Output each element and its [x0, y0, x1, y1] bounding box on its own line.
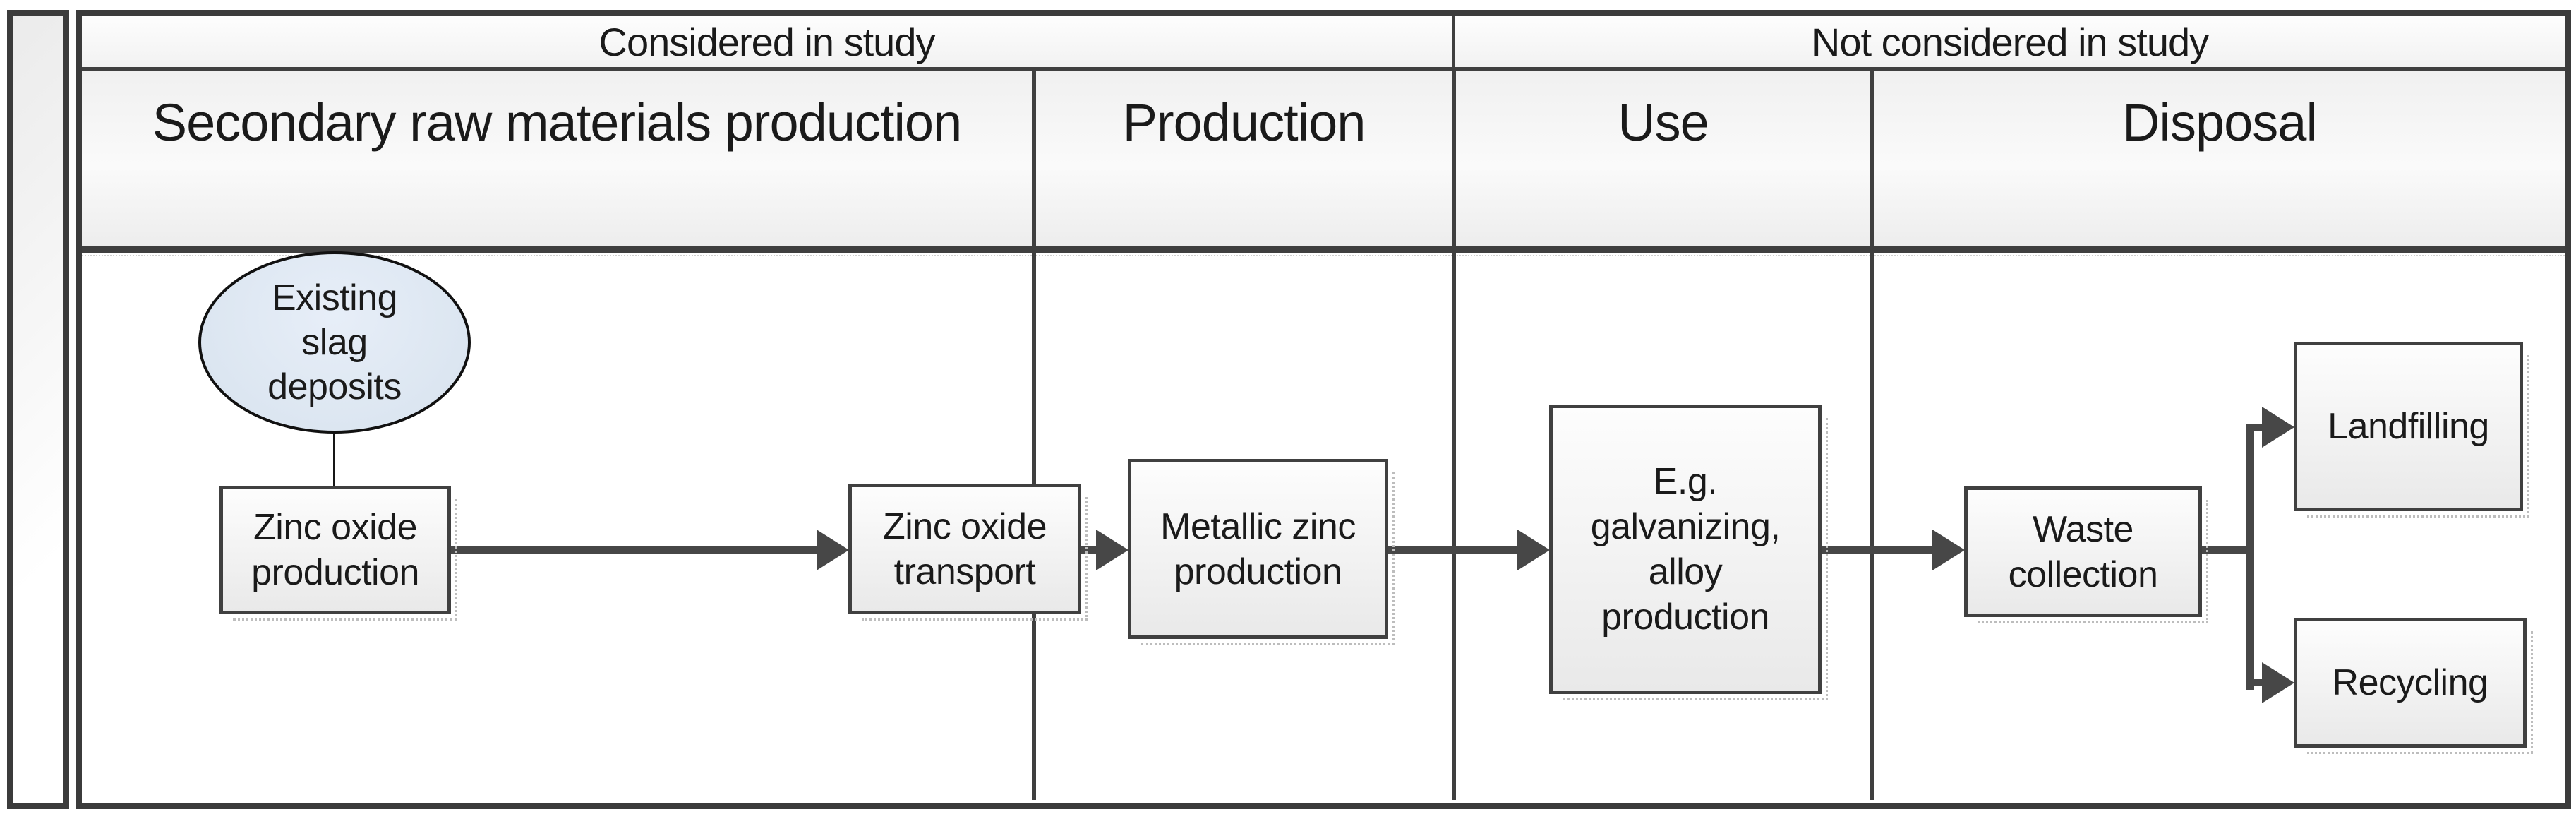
scope-header-considered-label: Considered in study	[598, 19, 936, 64]
header-divider-line	[82, 67, 2565, 71]
phase-body-divider-line	[82, 246, 2565, 253]
phase-header-secondary-raw-materials: Secondary raw materials production	[82, 71, 1032, 246]
column-line-1	[1032, 71, 1036, 800]
node-metallic-zinc-production: Metallic zinc production	[1128, 459, 1395, 645]
node-label: Recycling	[2332, 662, 2488, 703]
connector-branch-top	[2246, 424, 2268, 431]
node-zinc-oxide-transport: Zinc oxide transport	[848, 484, 1088, 621]
phase-label: Disposal	[2122, 93, 2318, 152]
node-landfilling: Landfilling	[2294, 342, 2529, 518]
phase-label: Secondary raw materials production	[152, 93, 962, 152]
scope-header-not-considered: Not considered in study	[1455, 16, 2565, 67]
phase-header-production: Production	[1036, 71, 1452, 246]
arrowhead-landfilling	[2262, 407, 2294, 448]
column-line-3	[1870, 71, 1874, 800]
node-existing-slag-deposits: Existing slag deposits	[198, 251, 471, 434]
scope-header-not-considered-label: Not considered in study	[1811, 19, 2209, 64]
node-label: Metallic zinc production	[1160, 506, 1356, 592]
arrowhead-waste	[1932, 530, 1965, 570]
node-zinc-oxide-production: Zinc oxide production	[219, 486, 457, 621]
arrow-use-to-waste	[1822, 546, 1938, 554]
lifecycle-table: Considered in study Not considered in st…	[76, 10, 2571, 809]
node-label: Zinc oxide production	[251, 507, 419, 593]
arrowhead-use	[1517, 530, 1550, 570]
column-line-2	[1452, 71, 1456, 800]
arrowhead-metallic	[1096, 530, 1128, 570]
arrow-zincoxide-to-transport	[451, 546, 824, 554]
node-waste-collection: Waste collection	[1964, 486, 2208, 623]
arrow-metallic-to-use	[1388, 546, 1522, 554]
node-label: Landfilling	[2328, 406, 2489, 447]
connector-branch-bottom	[2246, 679, 2268, 686]
node-label: Waste collection	[2008, 508, 2158, 595]
arrowhead-recycling	[2262, 662, 2294, 703]
arrowhead-transport	[817, 530, 849, 570]
scope-header-considered: Considered in study	[82, 16, 1452, 67]
node-label: Zinc oxide transport	[883, 506, 1047, 592]
arrow-transport-to-metallic	[1081, 546, 1106, 554]
node-recycling: Recycling	[2294, 618, 2533, 754]
phase-label: Production	[1122, 93, 1366, 152]
connector-slag-to-zincoxide	[333, 434, 335, 490]
decorative-dotted-line-body	[82, 255, 2565, 256]
node-galvanizing-alloy-production: E.g. galvanizing, alloy production	[1549, 405, 1828, 700]
node-label: E.g. galvanizing, alloy production	[1590, 461, 1781, 638]
left-margin-strip	[7, 10, 69, 809]
phase-header-disposal: Disposal	[1874, 71, 2565, 246]
phase-label: Use	[1618, 93, 1709, 152]
connector-branch-vertical	[2246, 424, 2254, 690]
node-label: Existing slag deposits	[267, 277, 402, 407]
connector-waste-branch-stub	[2202, 546, 2254, 554]
phase-header-use: Use	[1456, 71, 1870, 246]
scope-divider-line	[1452, 16, 1455, 67]
